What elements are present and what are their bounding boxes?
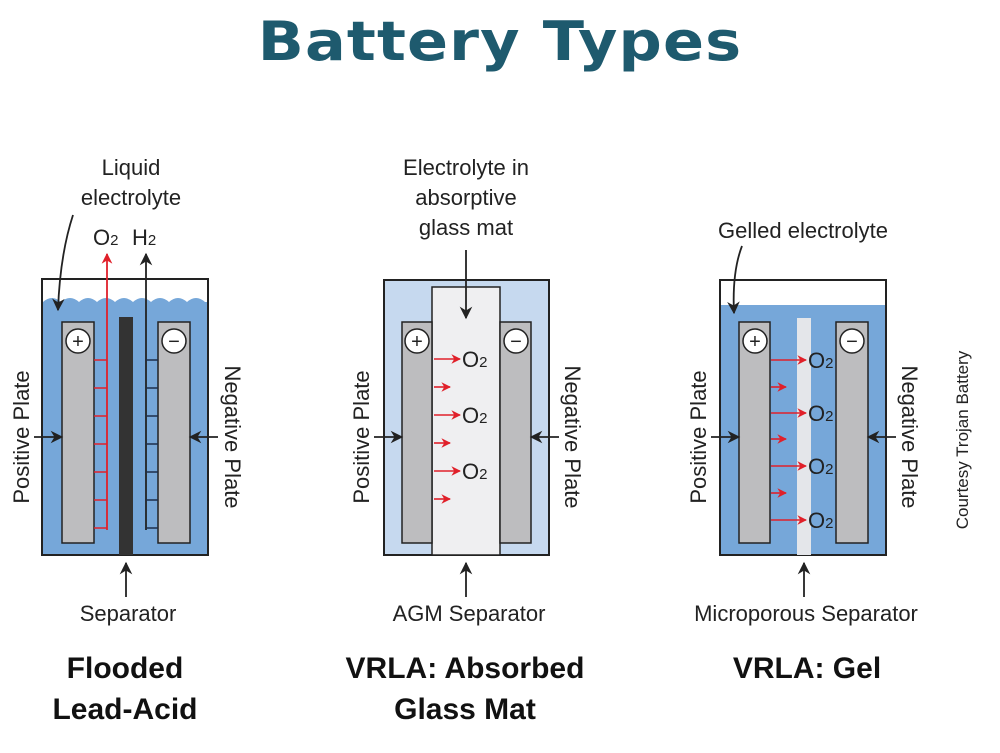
oxygen-bubble-ladder	[94, 252, 113, 530]
liquid-electrolyte-label-line1: Liquid	[102, 155, 161, 180]
negative-terminal-icon	[503, 328, 529, 354]
oxygen-migration-arrows	[771, 355, 807, 525]
agm-caption-line2: Glass Mat	[394, 693, 536, 726]
minus-symbol: −	[846, 331, 858, 353]
minus-symbol: −	[168, 331, 180, 353]
positive-plate	[738, 321, 771, 544]
o2-label: O2	[462, 347, 487, 372]
o2-label: O2	[808, 348, 833, 373]
positive-terminal-icon	[65, 328, 91, 354]
oxygen-migration-arrows	[434, 354, 461, 504]
agm-separator-label: AGM Separator	[393, 601, 546, 626]
panel-agm: Electrolyte in absorptive glass mat + − …	[346, 155, 585, 726]
flooded-caption-line1: Flooded	[67, 652, 184, 685]
o2-label: O2	[808, 401, 833, 426]
minus-symbol: −	[510, 331, 522, 353]
agm-caption-line1: VRLA: Absorbed	[346, 652, 585, 685]
flooded-caption-line2: Lead-Acid	[52, 693, 197, 726]
positive-terminal-icon	[742, 328, 768, 354]
hydrogen-bubble-ladder	[139, 252, 158, 530]
panel-flooded: Liquid electrolyte O2 H2 + −	[9, 155, 245, 726]
plus-symbol: +	[72, 331, 84, 353]
negative-terminal-icon	[161, 328, 187, 354]
positive-plate-label: Positive Plate	[349, 370, 374, 503]
plus-symbol: +	[749, 331, 761, 353]
negative-plate	[499, 321, 532, 544]
gel-caption: VRLA: Gel	[733, 652, 881, 685]
agm-electrolyte-label-line1: Electrolyte in	[403, 155, 529, 180]
microporous-separator-label: Microporous Separator	[694, 601, 918, 626]
negative-plate-label: Negative Plate	[220, 365, 245, 508]
liquid-electrolyte-label-line2: electrolyte	[81, 185, 181, 210]
o2-label: O2	[462, 403, 487, 428]
agm-electrolyte-label-line2: absorptive	[415, 185, 517, 210]
negative-terminal-icon	[839, 328, 865, 354]
h2-gas-label: H2	[132, 225, 156, 250]
gelled-electrolyte-pointer-arrow	[727, 245, 743, 315]
liquid-electrolyte-pointer-arrow	[52, 214, 74, 312]
negative-plate-label: Negative Plate	[560, 365, 585, 508]
o2-label: O2	[808, 454, 833, 479]
positive-plate-label: Positive Plate	[686, 370, 711, 503]
microporous-separator	[797, 318, 811, 555]
positive-plate	[61, 321, 95, 544]
plus-symbol: +	[411, 331, 423, 353]
panel-gel: Gelled electrolyte + − O2 O2 O2 O2 Posit…	[686, 218, 922, 685]
positive-plate	[401, 321, 433, 544]
o2-gas-label: O2	[93, 225, 118, 250]
agm-electrolyte-label-line3: glass mat	[419, 215, 513, 240]
negative-plate-label: Negative Plate	[897, 365, 922, 508]
gelled-electrolyte-label: Gelled electrolyte	[718, 218, 888, 243]
negative-plate	[835, 321, 869, 544]
positive-terminal-icon	[404, 328, 430, 354]
o2-label: O2	[462, 459, 487, 484]
page-title: Battery Types	[257, 10, 743, 73]
credit-text: Courtesy Trojan Battery	[953, 350, 972, 529]
flooded-separator	[119, 317, 133, 555]
absorbed-glass-mat	[431, 286, 501, 556]
separator-label: Separator	[80, 601, 177, 626]
negative-plate	[157, 321, 191, 544]
positive-plate-label: Positive Plate	[9, 370, 34, 503]
o2-label: O2	[808, 508, 833, 533]
